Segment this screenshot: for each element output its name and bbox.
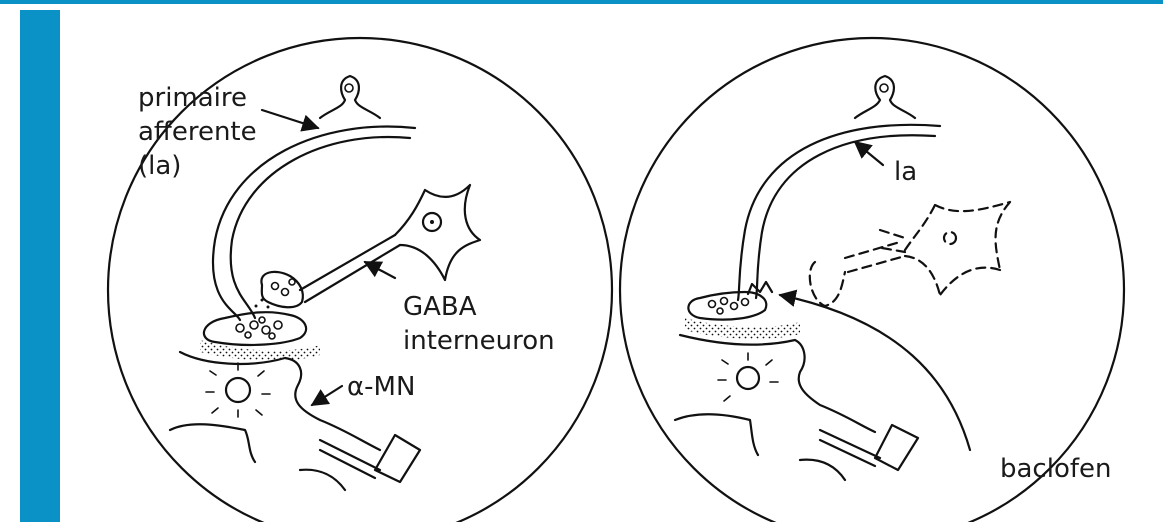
right-synaptic-cleft (685, 318, 800, 339)
label-ia: la (894, 157, 917, 187)
arrow-to-motor-neuron (312, 386, 342, 405)
label-gaba-2: interneuron (403, 326, 555, 356)
left-motor-neuron-nissl (206, 363, 270, 417)
left-motor-axon (320, 435, 420, 482)
label-motor-neuron: α-MN (347, 372, 415, 402)
right-circle-outline (620, 38, 1124, 522)
right-ganglion-bulb (855, 76, 915, 118)
left-afferent-fibre-inner (231, 137, 410, 318)
left-gaba-release-dots (255, 299, 270, 309)
left-terminal-vesicles (236, 317, 282, 339)
left-gaba-nucleolus (430, 220, 434, 224)
left-gaba-vesicles (272, 279, 296, 296)
right-terminal-vesicles (709, 298, 749, 315)
label-gaba-1: GABA (403, 292, 477, 322)
label-primary-afferent-1: primaire (138, 83, 247, 113)
arrow-baclofen (780, 295, 970, 450)
left-gaba-soma (395, 185, 480, 280)
right-gaba-nucleus-dashed (944, 232, 956, 244)
right-panel: la baclofen (620, 38, 1124, 522)
left-panel: primaire afferente (la) GABA interneuron… (108, 38, 612, 522)
arrow-to-afferent (262, 110, 318, 128)
left-ganglion-nucleus (345, 84, 353, 92)
label-primary-afferent-2: afferente (138, 117, 257, 147)
left-ganglion-bulb (320, 76, 380, 118)
right-gaba-interneuron-dashed (810, 202, 1010, 306)
right-motor-neuron-nucleus (737, 367, 759, 389)
left-motor-neuron-nucleus (226, 378, 250, 402)
left-afferent-fibre-outer (213, 127, 415, 320)
right-afferent-terminal (688, 292, 766, 320)
left-gaba-axon (300, 235, 400, 302)
label-primary-afferent-3: (la) (138, 151, 181, 181)
label-baclofen: baclofen (1000, 454, 1112, 484)
right-motor-neuron-nissl (718, 353, 778, 401)
arrow-to-ia (855, 142, 883, 165)
right-motor-axon (820, 425, 918, 470)
right-motor-neuron-body (675, 335, 875, 480)
arrow-to-gaba-axon (365, 262, 395, 278)
right-ganglion-nucleus (880, 84, 888, 92)
